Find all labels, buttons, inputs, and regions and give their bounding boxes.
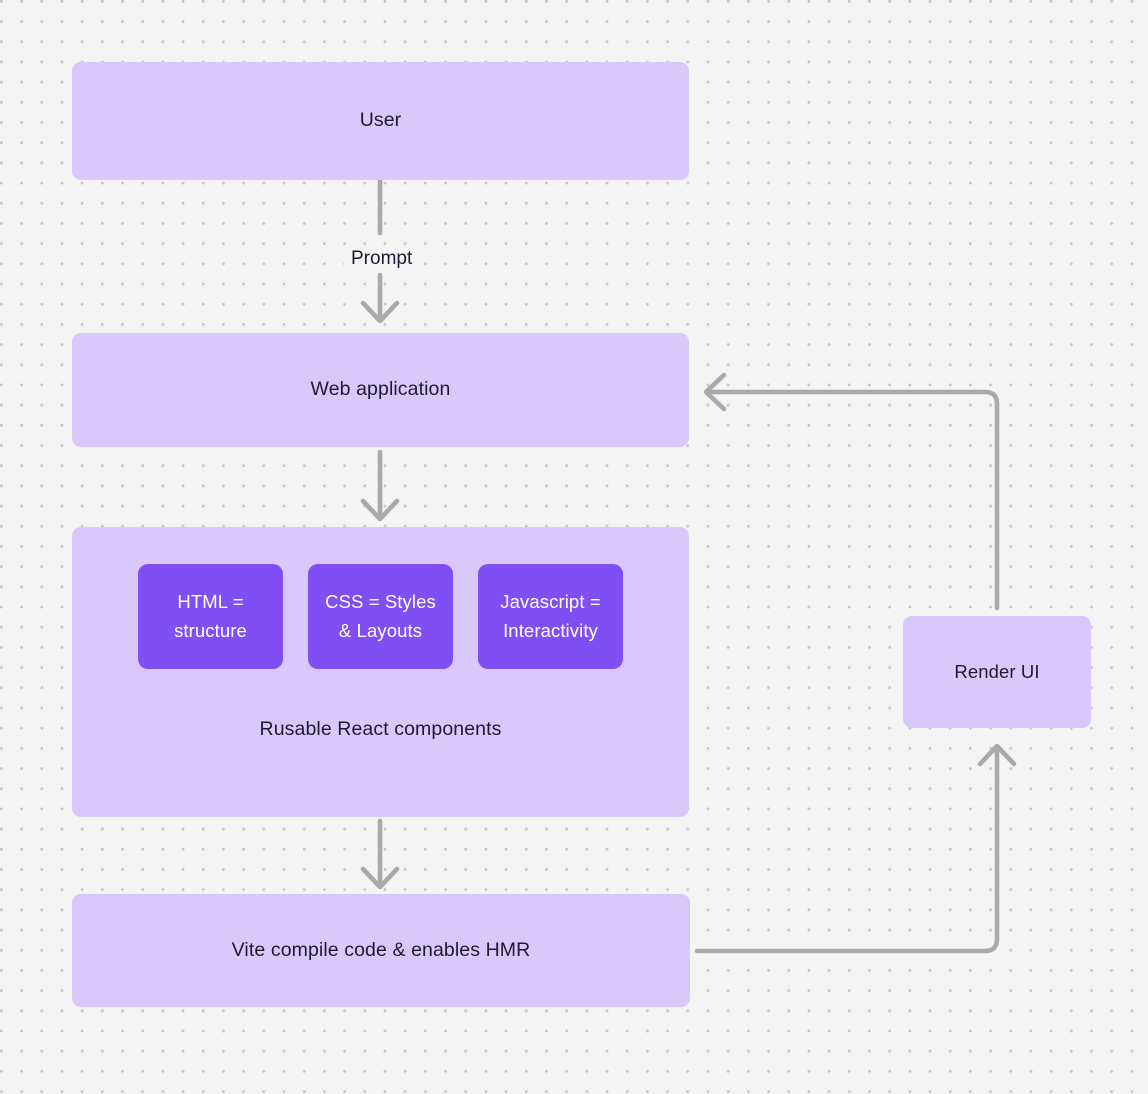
edge-group-to-vite	[360, 818, 400, 890]
node-web-application-label: Web application	[310, 378, 451, 401]
node-vite-label: Vite compile code & enables HMR	[231, 938, 531, 961]
node-web-application[interactable]: Web application	[72, 333, 689, 447]
node-render-ui-label: Render UI	[954, 660, 1040, 682]
edge-vite-to-render	[694, 743, 1017, 954]
subnode-css-label: CSS = Styles & Layouts	[325, 590, 436, 641]
subnode-row: HTML = structure CSS = Styles & Layouts …	[72, 564, 689, 669]
node-user-label: User	[359, 109, 402, 132]
node-render-ui[interactable]: Render UI	[903, 616, 1091, 728]
node-react-components-group[interactable]: HTML = structure CSS = Styles & Layouts …	[72, 527, 689, 817]
node-vite[interactable]: Vite compile code & enables HMR	[72, 894, 690, 1007]
edge-user-to-webapp-arrow	[360, 272, 400, 324]
subnode-javascript[interactable]: Javascript = Interactivity	[478, 564, 623, 669]
edge-render-to-webapp	[703, 372, 1000, 611]
subnode-javascript-label: Javascript = Interactivity	[500, 590, 601, 641]
subnode-html[interactable]: HTML = structure	[138, 564, 283, 669]
node-react-components-caption: Rusable React components	[259, 718, 502, 740]
subnode-css[interactable]: CSS = Styles & Layouts	[308, 564, 453, 669]
node-user[interactable]: User	[72, 62, 689, 180]
subnode-html-label: HTML = structure	[174, 590, 247, 641]
edge-label-prompt: Prompt	[344, 246, 420, 273]
edge-webapp-to-group	[360, 449, 400, 522]
